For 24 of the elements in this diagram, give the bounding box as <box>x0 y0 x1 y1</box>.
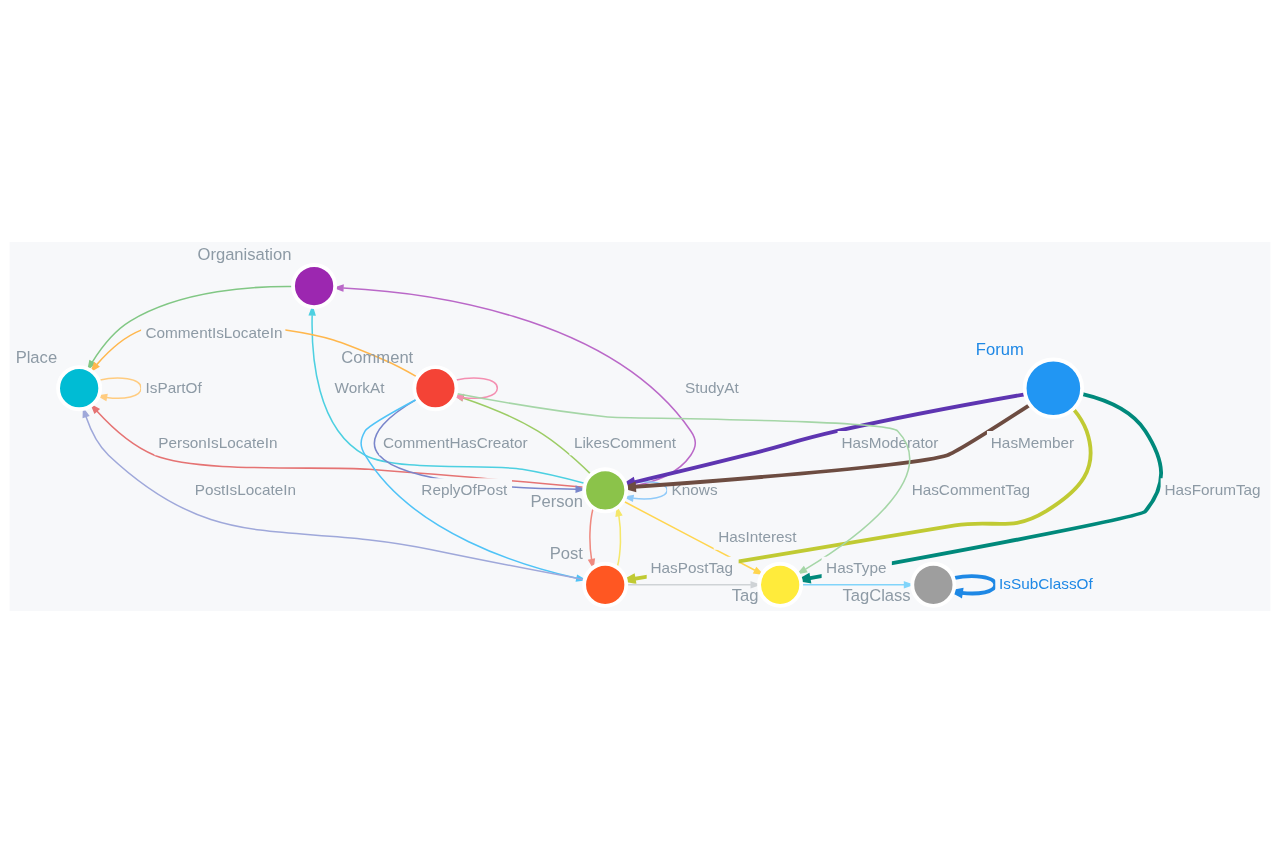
edge-label: IsPartOf <box>145 378 202 396</box>
edge-label: HasPostTag <box>650 558 734 576</box>
edge-label: PostIsLocateIn <box>194 480 297 498</box>
edge-label: WorkAt <box>334 378 385 396</box>
node-label: Post <box>549 543 583 563</box>
node-label: Person <box>530 491 583 511</box>
edge-label: Knows <box>671 480 718 498</box>
edge-label: HasInterest <box>718 527 797 545</box>
edge-label: PersonIsLocateIn <box>158 433 278 451</box>
node-label: Forum <box>975 339 1024 359</box>
edge-label: HasMember <box>990 433 1075 451</box>
edge-label: LikesComment <box>573 433 677 451</box>
edge-label: StudyAt <box>685 378 739 396</box>
node-label: Place <box>15 347 58 367</box>
edge-label: CommentIsLocateIn <box>145 323 283 341</box>
edge-label: ReplyOfPost <box>421 480 508 498</box>
node-label: Organisation <box>197 244 292 264</box>
edge-label: HasForumTag <box>1164 480 1261 498</box>
node-label: Tag <box>731 585 759 605</box>
node-label: TagClass <box>842 585 911 605</box>
edge-label: HasCommentTag <box>911 480 1030 498</box>
edge-label: HasType <box>826 558 887 576</box>
edge-label: IsSubClassOf <box>999 574 1093 592</box>
edge-label: CommentHasCreator <box>383 433 528 451</box>
